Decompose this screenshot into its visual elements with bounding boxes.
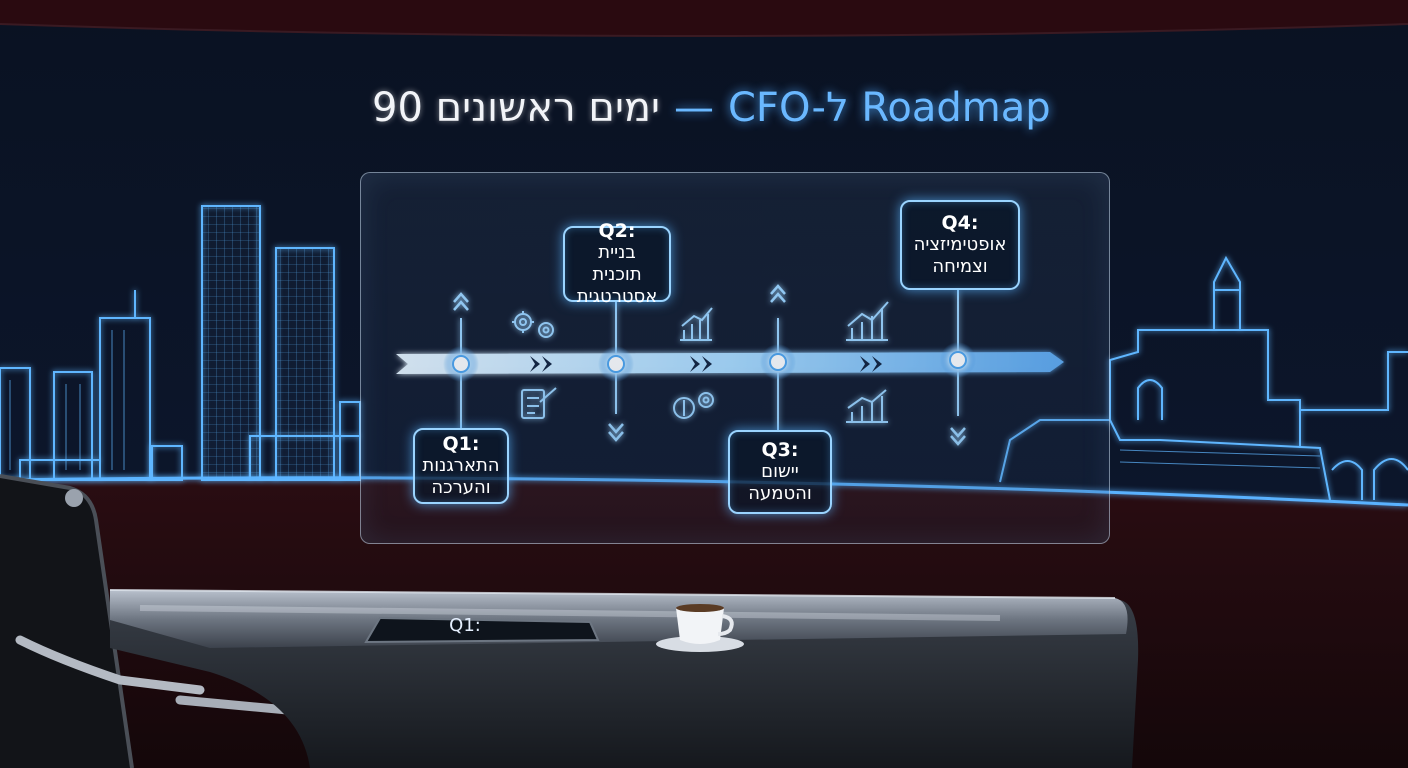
checklist-clipboard-icon bbox=[521, 387, 557, 419]
chevron-up-icon bbox=[770, 284, 786, 303]
right-skyline bbox=[999, 255, 1408, 501]
title-dash: — bbox=[674, 85, 714, 131]
quarter-text-line: והערכה bbox=[431, 477, 491, 498]
bar-chart-up-icon bbox=[846, 301, 889, 341]
desk bbox=[109, 589, 1139, 768]
chevron-down-icon bbox=[950, 427, 966, 446]
bar-chart-up-icon bbox=[680, 307, 713, 341]
quarter-text-line: אופטימיזציה bbox=[913, 234, 1007, 255]
quarter-box-q1: Q1: התארגנות והערכה bbox=[413, 428, 509, 504]
quarter-box-q4: Q4: אופטימיזציה וצמיחה bbox=[900, 200, 1020, 290]
page-title: 90 ימים ראשונים — CFO-ל Roadmap bbox=[372, 78, 1072, 138]
timeline-bar bbox=[396, 352, 1064, 374]
quarter-label: Q2: bbox=[598, 220, 636, 242]
title-english: CFO-ל Roadmap bbox=[728, 85, 1051, 131]
bar-chart-up-icon bbox=[846, 389, 888, 423]
title-hebrew: 90 ימים ראשונים bbox=[372, 85, 660, 131]
quarter-text-line: וצמיחה bbox=[932, 256, 988, 277]
quarter-text-line: בניית תוכנית bbox=[592, 242, 642, 285]
gears-icon bbox=[512, 311, 554, 338]
quarter-label: Q3: bbox=[761, 439, 799, 461]
quarter-text-line: אסטרטגית bbox=[576, 286, 658, 307]
quarter-box-q3: Q3: יישום והטמעה bbox=[728, 430, 832, 514]
tablet-screen-text: Q1: bbox=[449, 615, 481, 636]
left-skyline bbox=[0, 205, 361, 481]
tablet bbox=[364, 616, 600, 644]
quarter-text-line: התארגנות bbox=[422, 455, 500, 476]
quarter-label: Q4: bbox=[941, 212, 979, 234]
chevron-up-icon bbox=[453, 292, 469, 311]
coffee-cup-icon bbox=[656, 604, 744, 652]
quarter-text-line: והטמעה bbox=[748, 483, 812, 504]
chevron-down-icon bbox=[608, 423, 624, 442]
quarter-label: Q1: bbox=[442, 433, 480, 455]
quarter-text-line: יישום bbox=[761, 461, 799, 482]
quarter-box-q2: Q2: בניית תוכנית אסטרטגית bbox=[563, 220, 671, 307]
timeline-nodes bbox=[443, 342, 976, 382]
dollar-gear-icon bbox=[673, 392, 714, 419]
